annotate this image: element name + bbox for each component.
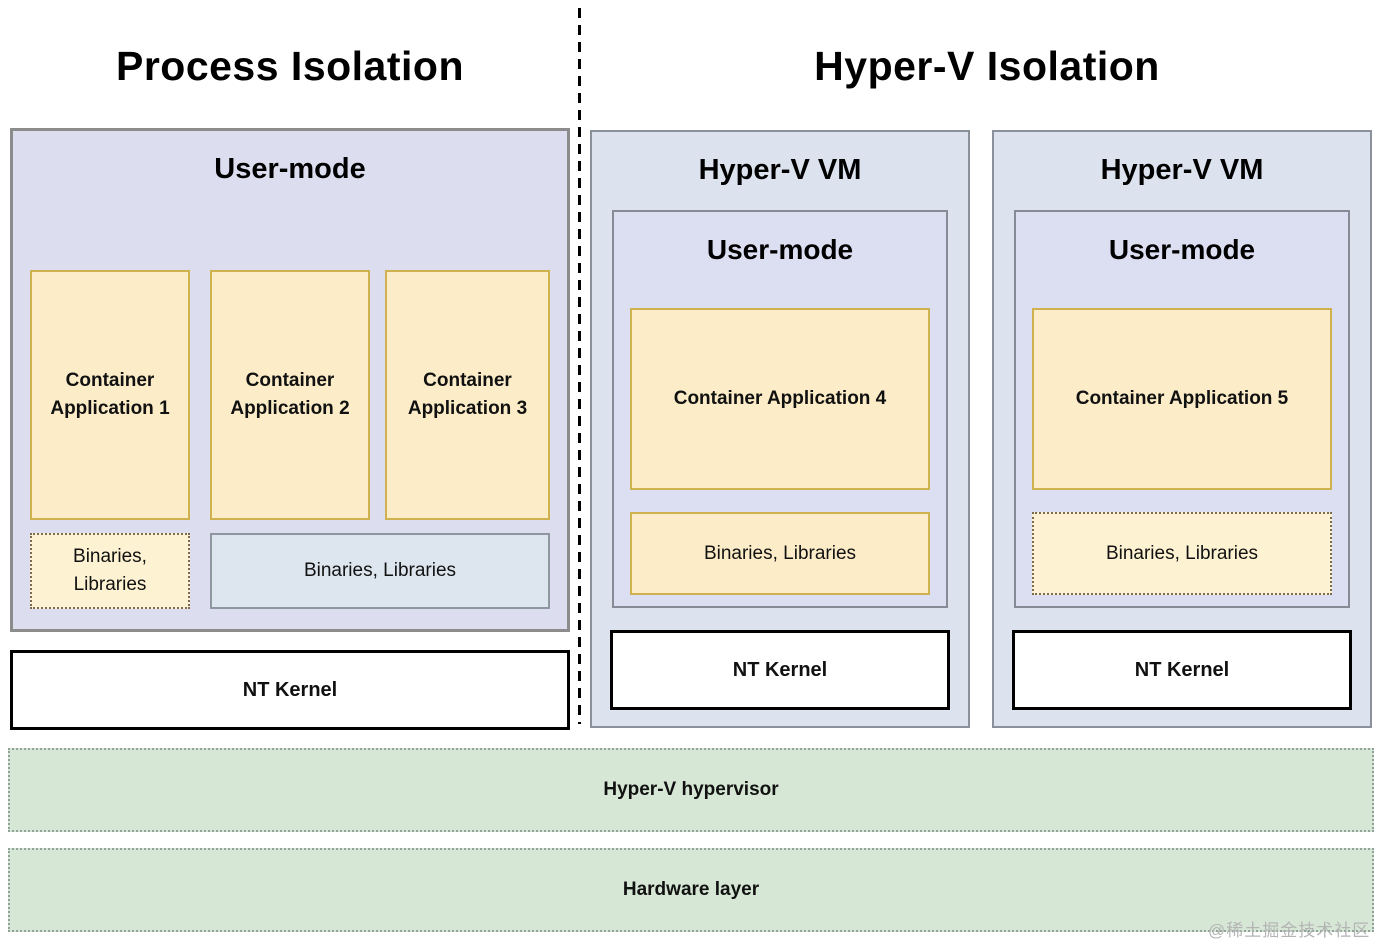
binaries-libraries-shared-box: Binaries, Libraries [210,533,550,609]
hardware-layer: Hardware layer [8,848,1374,932]
hyperv-vm-2-box: Hyper-V VM User-mode Container Applicati… [992,130,1372,728]
hyperv-vm-1-box: Hyper-V VM User-mode Container Applicati… [590,130,970,728]
vm-1-user-mode-box: User-mode Container Application 4 Binari… [612,210,948,608]
vm-1-binaries-libraries-box: Binaries, Libraries [630,512,930,595]
juejin-watermark: @稀土掘金技术社区 [1208,921,1371,940]
container-application-4-box: Container Application 4 [630,308,930,490]
section-divider-dashed-line [578,8,581,724]
process-user-mode-box: User-mode Container Application 1 Contai… [10,128,570,632]
vm-1-user-mode-label: User-mode [706,234,854,265]
vm-1-nt-kernel-box: NT Kernel [610,630,950,710]
process-nt-kernel-box: NT Kernel [10,650,570,730]
process-user-mode-label: User-mode [214,153,366,185]
container-application-1-box: Container Application 1 [30,270,190,520]
hyperv-hypervisor-layer: Hyper-V hypervisor [8,748,1374,832]
binaries-libraries-small-box: Binaries, Libraries [30,533,190,609]
container-application-3-box: Container Application 3 [385,270,550,520]
hyperv-vm-1-label: Hyper-V VM [698,154,862,186]
process-isolation-title: Process Isolation [115,43,464,89]
container-application-2-box: Container Application 2 [210,270,370,520]
vm-2-binaries-libraries-box: Binaries, Libraries [1032,512,1332,595]
hyperv-vm-2-label: Hyper-V VM [1100,154,1264,186]
vm-2-nt-kernel-box: NT Kernel [1012,630,1352,710]
container-application-5-box: Container Application 5 [1032,308,1332,490]
hyperv-isolation-title: Hyper-V Isolation [814,43,1160,89]
vm-2-user-mode-label: User-mode [1108,234,1256,265]
vm-2-user-mode-box: User-mode Container Application 5 Binari… [1014,210,1350,608]
